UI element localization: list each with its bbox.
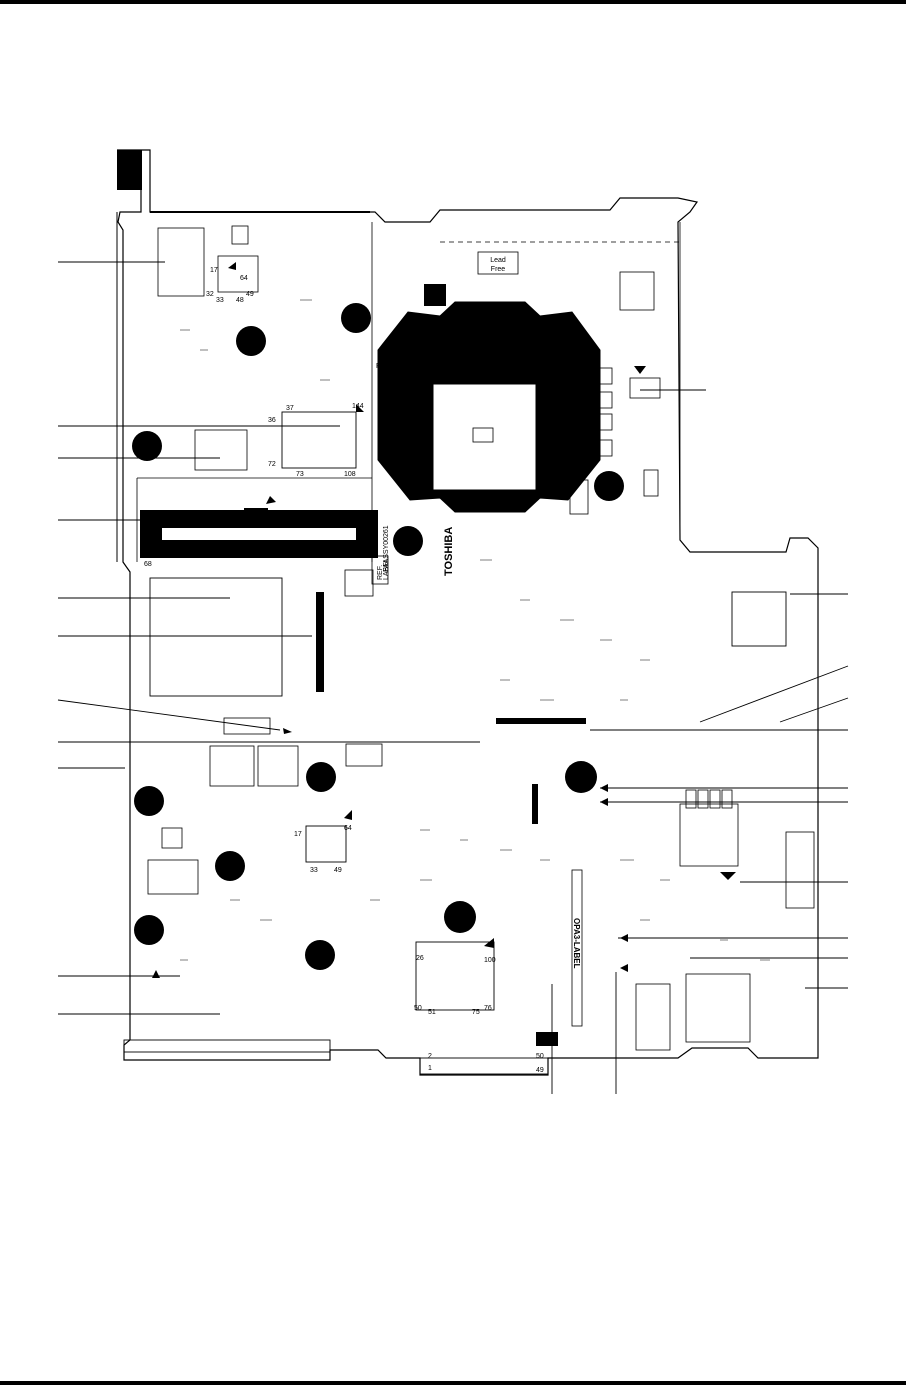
chip-tl bbox=[217, 255, 259, 293]
svg-text:26: 26 bbox=[416, 955, 424, 962]
component bbox=[231, 225, 249, 245]
svg-text:144: 144 bbox=[352, 403, 364, 410]
svg-text:64: 64 bbox=[240, 275, 248, 282]
pin1-marker bbox=[266, 496, 276, 504]
silkscreen-marks bbox=[180, 299, 770, 961]
svg-text:49: 49 bbox=[334, 867, 342, 874]
component bbox=[569, 479, 589, 515]
svg-text:+: + bbox=[568, 403, 572, 410]
svg-text:1: 1 bbox=[428, 1065, 432, 1072]
pins-chip-lower-mid: 17 64 33 49 bbox=[294, 825, 352, 874]
lead-free-line1: Lead bbox=[490, 257, 506, 264]
mid-left-components bbox=[147, 717, 383, 895]
cpu-socket-window bbox=[432, 383, 537, 491]
svg-text:32: 32 bbox=[206, 291, 214, 298]
svg-text:2: 2 bbox=[428, 1053, 432, 1060]
chip-right-lower bbox=[685, 973, 751, 1043]
chip-right-mid bbox=[679, 803, 739, 867]
pins-chip-bottom: 26 100 50 51 75 76 bbox=[414, 955, 496, 1016]
chip-left-block bbox=[194, 429, 248, 471]
vertical-connector bbox=[571, 869, 583, 1027]
opa-label-text: OPA3-LABEL bbox=[572, 918, 581, 969]
svg-text:17: 17 bbox=[210, 267, 218, 274]
bottom-connector-key bbox=[536, 1032, 558, 1046]
module-right-lower bbox=[635, 983, 671, 1051]
svg-text:49: 49 bbox=[536, 1067, 544, 1074]
leader-lines-right bbox=[590, 389, 849, 989]
top-rule bbox=[0, 0, 906, 4]
component bbox=[629, 377, 661, 399]
part-number-text: FAASSY00261 bbox=[383, 525, 390, 572]
svg-text:48: 48 bbox=[236, 297, 244, 304]
board-outline bbox=[117, 149, 819, 1076]
lead-free-box bbox=[477, 251, 519, 275]
pin1-marker bbox=[344, 810, 352, 820]
svg-text:73: 73 bbox=[296, 471, 304, 478]
leader-lines-left bbox=[57, 261, 480, 1015]
chip-center bbox=[281, 411, 357, 469]
card-connector bbox=[140, 540, 378, 558]
resistor-pack bbox=[685, 789, 733, 809]
capacitor-stack bbox=[575, 367, 613, 457]
component bbox=[344, 569, 374, 597]
svg-text:33: 33 bbox=[216, 297, 224, 304]
ref-label-line2: LABEL bbox=[383, 558, 390, 580]
chip-bottom bbox=[415, 941, 495, 1011]
leader-arrowheads bbox=[152, 366, 736, 978]
svg-text:75: 75 bbox=[472, 1009, 480, 1016]
capacitor-plus-marks: + + + + bbox=[568, 379, 572, 458]
svg-text:51: 51 bbox=[428, 1009, 436, 1016]
bottom-connector-left bbox=[123, 1039, 331, 1053]
svg-text:72: 72 bbox=[268, 461, 276, 468]
toshiba-text: TOSHIBA bbox=[443, 527, 455, 576]
svg-text:+: + bbox=[568, 379, 572, 386]
svg-text:17: 17 bbox=[294, 831, 302, 838]
lead-free-line2: Free bbox=[491, 266, 506, 273]
svg-text:68: 68 bbox=[144, 561, 152, 568]
bottom-connector-center bbox=[419, 1057, 549, 1075]
chip-right-upper bbox=[731, 591, 787, 647]
svg-text:108: 108 bbox=[344, 471, 356, 478]
cpu-center-part bbox=[472, 427, 494, 443]
svg-text:100: 100 bbox=[484, 957, 496, 964]
vertical-connector bbox=[532, 784, 538, 824]
svg-text:+: + bbox=[568, 451, 572, 458]
pin1-marker bbox=[484, 938, 494, 948]
svg-text:+: + bbox=[568, 425, 572, 432]
card-connector-gap bbox=[244, 508, 268, 522]
component bbox=[643, 469, 659, 497]
svg-text:64: 64 bbox=[344, 825, 352, 832]
svg-text:33: 33 bbox=[310, 867, 318, 874]
svg-text:49: 49 bbox=[246, 291, 254, 298]
svg-text:36: 36 bbox=[268, 417, 276, 424]
vertical-connector bbox=[316, 592, 324, 692]
pins-connector: 68 2 1 50 49 bbox=[144, 561, 544, 1074]
connector-right bbox=[785, 831, 815, 909]
horizontal-connector bbox=[496, 718, 586, 724]
pin1-marker bbox=[228, 262, 236, 270]
reset-label: RESET bbox=[376, 363, 400, 370]
card-connector-end bbox=[356, 510, 378, 558]
pins-chip-tl: 17 64 32 33 49 48 bbox=[206, 267, 254, 304]
cpu-logo-mark bbox=[424, 284, 446, 306]
chip-large-left bbox=[149, 577, 283, 697]
svg-text:50: 50 bbox=[414, 1005, 422, 1012]
card-connector-end bbox=[140, 510, 162, 558]
svg-text:76: 76 bbox=[484, 1005, 492, 1012]
leader-lines-bottom bbox=[551, 972, 617, 1094]
component bbox=[619, 271, 655, 311]
flex-tab bbox=[117, 150, 142, 190]
callout-circles bbox=[132, 303, 624, 970]
ref-label-line1: REF. bbox=[377, 565, 384, 580]
pin1-marker bbox=[356, 404, 364, 412]
pins-chip-center: 37 144 36 72 73 108 bbox=[268, 403, 364, 478]
bottom-rule bbox=[0, 1381, 906, 1385]
chip-lower-mid bbox=[305, 825, 347, 863]
svg-text:50: 50 bbox=[536, 1053, 544, 1060]
svg-text:37: 37 bbox=[286, 405, 294, 412]
